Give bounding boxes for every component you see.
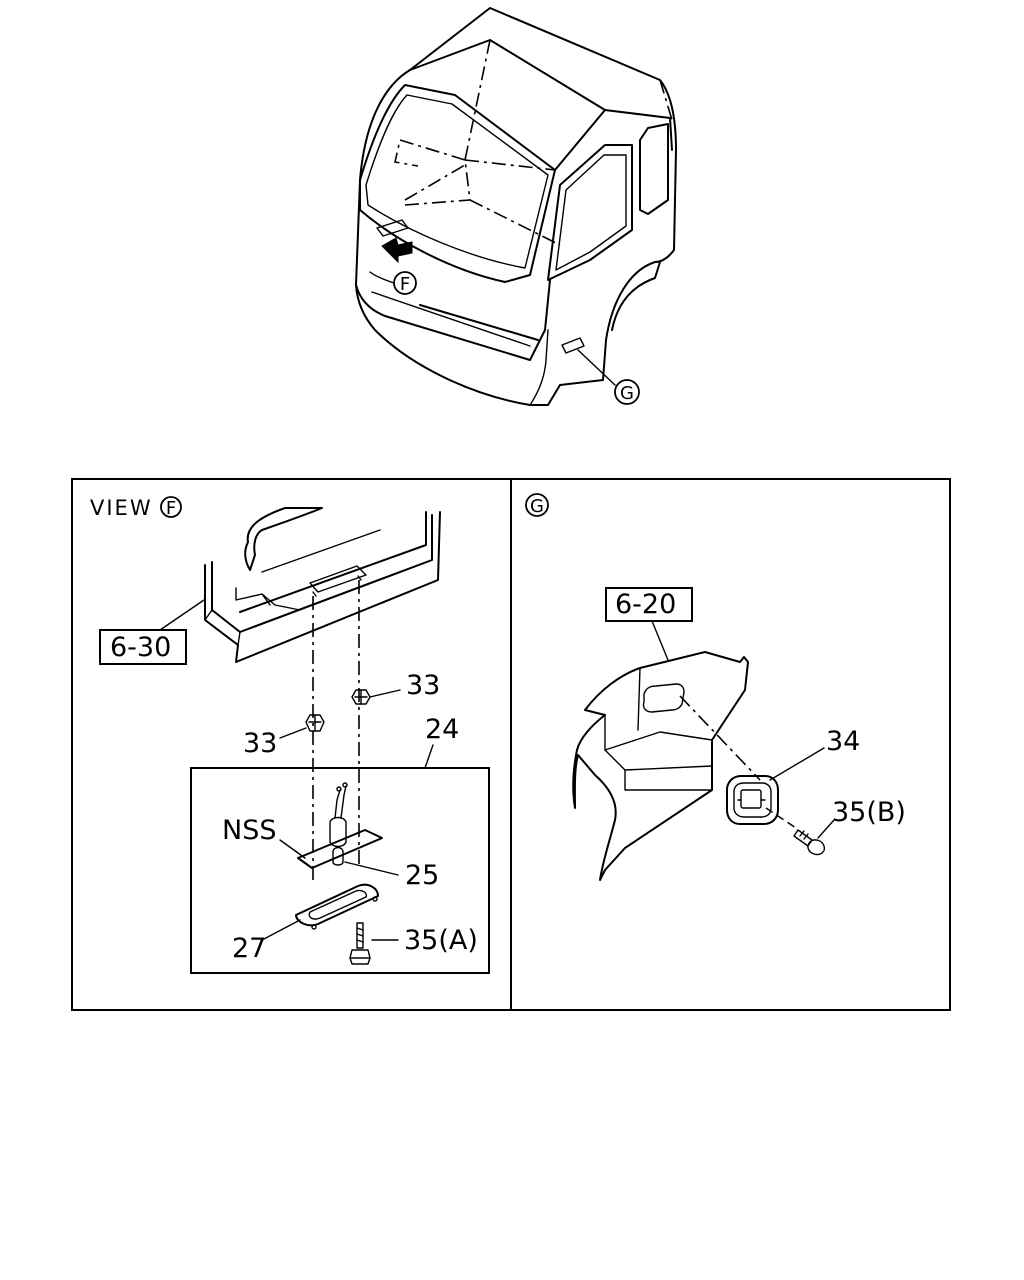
callout-g: G [614, 379, 640, 405]
panel-view-g: G 6-20 34 35(B) [525, 493, 906, 881]
clip-33-left [279, 714, 325, 739]
label-33-left: 33 [243, 728, 277, 759]
label-25: 25 [405, 860, 439, 891]
ref-box-6-20 [605, 587, 693, 622]
label-24: 24 [425, 714, 459, 745]
lamp-34 [726, 775, 779, 825]
panel-view-f: VIEW F 6-30 33 [90, 496, 490, 974]
svg-text:F: F [400, 274, 410, 295]
screw-35b [765, 807, 835, 856]
svg-text:6-20: 6-20 [615, 589, 676, 620]
lamp-base-plate [297, 782, 383, 869]
ref-box-6-30 [99, 629, 187, 665]
assembly-24-box [190, 767, 490, 974]
svg-text:6-30: 6-30 [110, 632, 171, 663]
screw-35a [349, 922, 399, 965]
view-g-circle-label: G [530, 496, 544, 517]
clip-33-right [351, 689, 401, 705]
label-27: 27 [232, 933, 266, 964]
label-34: 34 [826, 726, 860, 757]
lens-27 [295, 883, 379, 930]
truck-cab-illustration [355, 7, 677, 406]
callout-f: F [393, 271, 417, 295]
label-33-right: 33 [406, 670, 440, 701]
view-label: VIEW [90, 496, 153, 520]
view-circle-label: F [166, 498, 176, 519]
label-35b: 35(B) [832, 797, 906, 828]
svg-text:G: G [620, 383, 634, 404]
label-35a: 35(A) [404, 925, 478, 956]
label-nss: NSS [222, 815, 276, 846]
